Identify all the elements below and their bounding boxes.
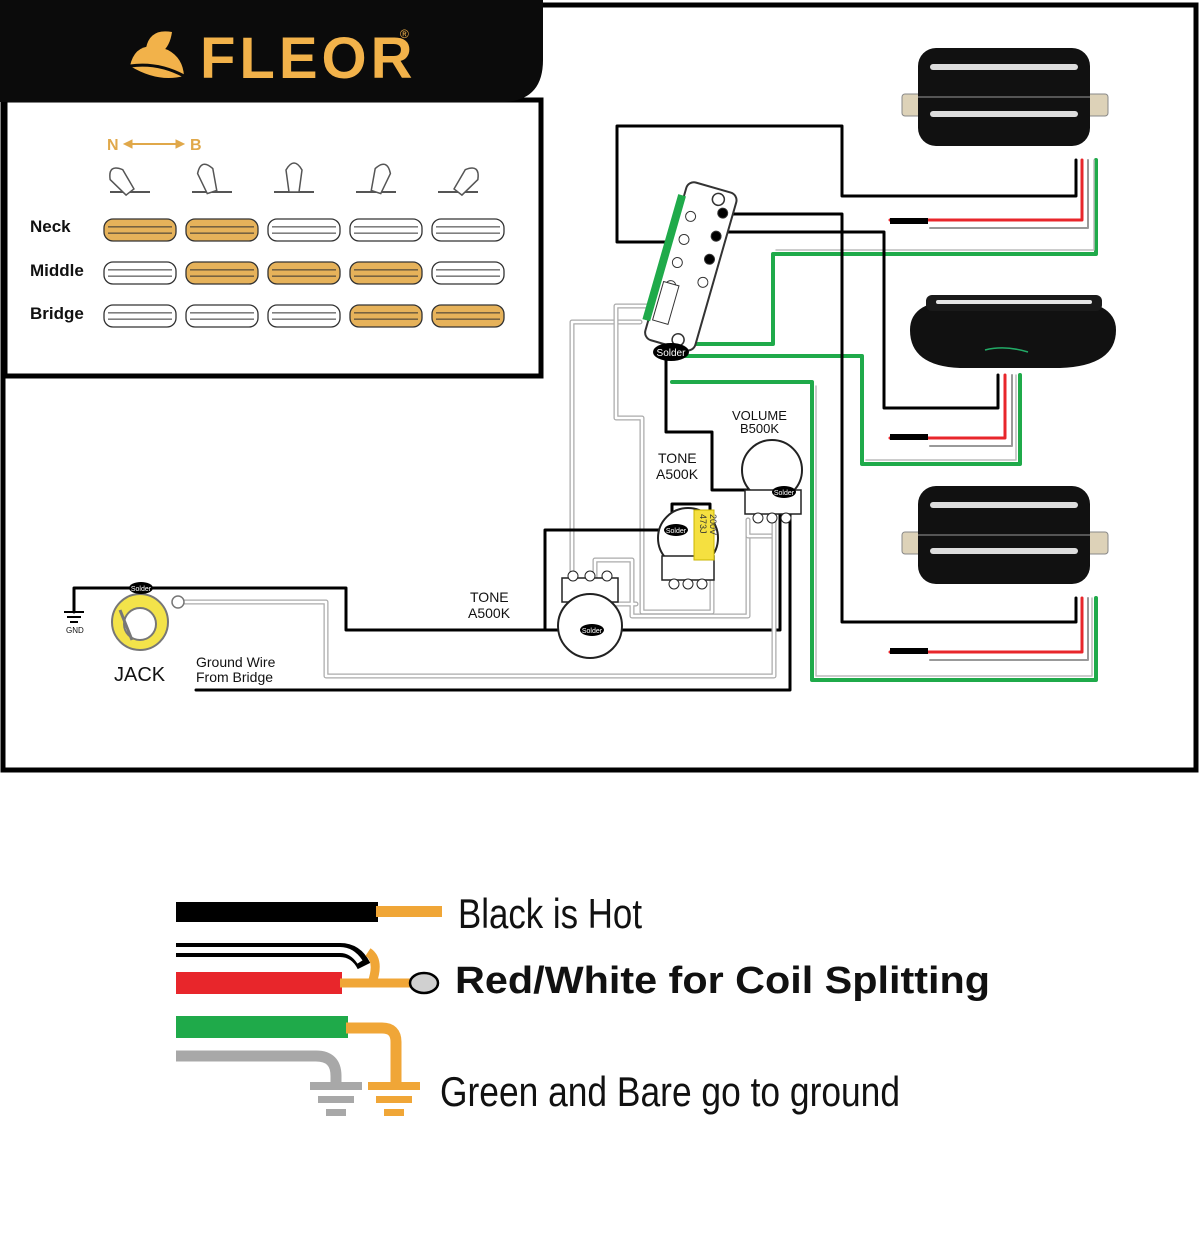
pickup-cell-neck-pos1: [103, 218, 177, 242]
volume-solder-label: Solder: [774, 490, 795, 497]
neck-red-wire: [888, 158, 1084, 222]
legend-hot-text: Black is Hot: [458, 890, 642, 937]
switch-lever-icon-pos1: [109, 167, 150, 197]
jack-tip-wire: [176, 518, 776, 678]
bridge-ground-wire-line: [194, 512, 792, 692]
fleor-leaf-icon: [129, 31, 185, 79]
tone2-label: TONE: [470, 589, 509, 605]
jack-hot-wire: [138, 512, 782, 632]
tone-pot-1: Solder 473J 200V: [657, 507, 719, 590]
green-ground-icon: [368, 1082, 420, 1116]
registered-mark: ®: [400, 27, 409, 41]
legend-black-wire: [176, 902, 378, 922]
pickup-cell-bridge-pos3: [267, 304, 341, 328]
switch-lever-icon-pos4: [356, 163, 396, 195]
ground-symbol-icon: [64, 611, 84, 623]
tone-pot-2: Solder: [557, 570, 623, 659]
tone1-solder-label: Solder: [666, 528, 687, 535]
pickup-cell-bridge-pos4: [349, 304, 423, 328]
bridge-red-wire: [888, 596, 1084, 654]
pickup-cell-bridge-pos2: [185, 304, 259, 328]
volume-value: B500K: [740, 421, 779, 436]
pickup-cell-middle-pos3: [267, 261, 341, 285]
neck-white-wire: [929, 159, 1089, 229]
neck-ground-wire: [670, 158, 1098, 346]
switch-lever-icon-pos5: [438, 167, 479, 197]
five-way-switch: [642, 181, 738, 352]
neck-hot-wire: [615, 124, 1078, 244]
row-label-neck: Neck: [30, 217, 71, 236]
neck-humbucker: [901, 48, 1109, 146]
switch-position-panel: FLEOR ® N B Neck Middle Bridge: [0, 0, 544, 379]
legend-green-wire: [176, 1016, 348, 1038]
volume-pot: Solder: [741, 439, 803, 524]
capacitor-value: 473J: [698, 514, 708, 534]
bridge-hot-wire: [720, 212, 1078, 624]
jack-solder-label: Solder: [131, 586, 152, 593]
switch-to-volume-wire: [664, 348, 762, 492]
direction-neck-label: N: [107, 137, 119, 154]
bare-ground-icon: [310, 1082, 362, 1116]
ground-wire-label-2: From Bridge: [196, 669, 273, 685]
middle-hot-wire: [720, 230, 1000, 410]
output-jack: Solder: [111, 582, 185, 651]
ground-wire-label-1: Ground Wire: [196, 654, 276, 670]
wire-color-legend: Black is Hot Red/White for Coil Splittin…: [176, 890, 990, 1116]
jack-ground-wire: [72, 586, 142, 614]
switch-lever-icon-pos3: [274, 162, 314, 193]
wires: [72, 124, 1098, 692]
row-label-middle: Middle: [30, 261, 84, 280]
tone2-value: A500K: [468, 605, 511, 621]
pickup-cell-neck-pos5: [431, 218, 505, 242]
middle-ground-wire: [670, 354, 1022, 466]
legend-ground-text: Green and Bare go to ground: [440, 1068, 900, 1115]
legend-red-wire: [176, 972, 342, 994]
pickup-cell-bridge-pos5: [431, 304, 505, 328]
switch-solder-point: Solder: [653, 343, 689, 361]
gnd-label: GND: [66, 626, 84, 635]
pickup-selection-grid: [103, 218, 505, 328]
pickup-cell-neck-pos2: [185, 218, 259, 242]
capacitor-voltage: 200V: [708, 514, 718, 535]
tone2-solder-label: Solder: [582, 628, 603, 635]
jack-label: JACK: [114, 664, 166, 686]
brand-bar: [0, 0, 543, 102]
middle-rail-pickup: [910, 295, 1116, 368]
pickup-cell-bridge-pos1: [103, 304, 177, 328]
solder-label: Solder: [657, 348, 687, 359]
pickup-cell-neck-pos3: [267, 218, 341, 242]
legend-split-text: Red/White for Coil Splitting: [455, 960, 990, 1002]
pickup-cell-middle-pos4: [349, 261, 423, 285]
pickup-cell-middle-pos5: [431, 261, 505, 285]
pickup-cell-middle-pos1: [103, 261, 177, 285]
direction-bridge-label: B: [190, 137, 202, 154]
middle-red-wire: [888, 373, 1007, 440]
double-arrow-icon: [122, 139, 186, 149]
tone1-value: A500K: [656, 466, 699, 482]
tone1-label: TONE: [658, 450, 697, 466]
switch-lever-icons: [109, 162, 479, 197]
switch-lever-icon-pos2: [192, 163, 232, 195]
volume-label: VOLUME: [732, 408, 787, 423]
brand-name: FLEOR: [200, 26, 417, 91]
bridge-humbucker: [901, 486, 1109, 584]
bridge-ground-wire: [670, 380, 1098, 682]
pickup-cell-middle-pos2: [185, 261, 259, 285]
pickup-cell-neck-pos4: [349, 218, 423, 242]
row-label-bridge: Bridge: [30, 304, 84, 323]
